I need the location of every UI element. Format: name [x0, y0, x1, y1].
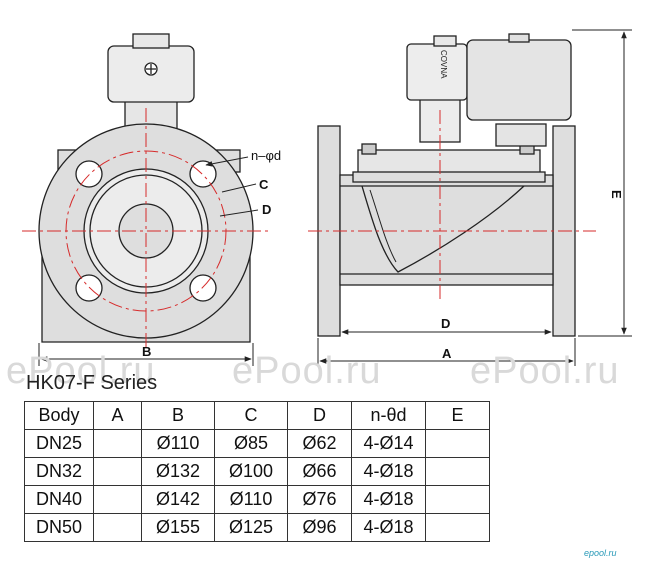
- corner-logo: epool.ru: [584, 548, 617, 558]
- side-label-a: A: [442, 346, 452, 361]
- series-title: HK07-F Series: [26, 372, 158, 394]
- front-leaders: [205, 156, 259, 217]
- dimension-table: Body A B C D n-θd E DN25 Ø110 Ø85 Ø62 4-…: [24, 401, 490, 542]
- table-cell: 4-Ø18: [351, 457, 426, 486]
- front-label-d: D: [262, 202, 271, 217]
- table-cell: [93, 457, 142, 486]
- front-cap-screw-icon: [144, 62, 158, 76]
- side-coil-body: [466, 39, 572, 121]
- side-internal-seat: [369, 189, 397, 263]
- table-header-cell: E: [425, 401, 490, 430]
- table-cell: [93, 513, 142, 542]
- side-body: [339, 174, 554, 286]
- side-centerlines: [308, 110, 596, 300]
- table-cell: Ø100: [214, 457, 288, 486]
- table-cell: Ø155: [141, 513, 215, 542]
- front-label-c: C: [259, 177, 269, 192]
- table-row: DN25 Ø110 Ø85 Ø62 4-Ø14: [24, 429, 490, 458]
- table-cell: Ø142: [141, 485, 215, 514]
- front-bolt-hole-tl: [75, 160, 103, 188]
- front-centerlines: [22, 108, 268, 352]
- side-label-e: E: [609, 190, 624, 199]
- front-view: [38, 33, 254, 343]
- front-dimension-b: [38, 343, 254, 366]
- watermark-center: ePool.ru: [232, 350, 382, 392]
- table-cell: [425, 513, 490, 542]
- side-coil-brand: COVNA: [439, 50, 448, 79]
- table-header-cell: A: [93, 401, 142, 430]
- front-bolt-hole-br: [189, 274, 217, 302]
- side-bonnet-base: [352, 171, 546, 183]
- table-header-row: Body A B C D n-θd E: [24, 401, 490, 430]
- table-cell: 4-Ø18: [351, 513, 426, 542]
- table-cell: Ø110: [214, 485, 288, 514]
- side-stem-nut: [495, 123, 547, 147]
- table-cell: Ø110: [141, 429, 215, 458]
- side-bonnet: [357, 149, 541, 175]
- side-coil-connector: [406, 43, 468, 101]
- table-cell: Ø85: [214, 429, 288, 458]
- table-row: DN50 Ø155 Ø125 Ø96 4-Ø18: [24, 513, 490, 542]
- valve-technical-drawing: n–φd C D B COVNA: [22, 29, 632, 366]
- front-solenoid-cap: [132, 33, 170, 49]
- table-cell: 4-Ø14: [351, 429, 426, 458]
- table-cell: [425, 485, 490, 514]
- table-cell: Ø96: [287, 513, 352, 542]
- table-cell: DN25: [24, 429, 94, 458]
- table-cell: Ø66: [287, 457, 352, 486]
- table-header-cell: Body: [24, 401, 94, 430]
- table-cell: [425, 429, 490, 458]
- side-connector-top: [433, 35, 457, 47]
- table-cell: 4-Ø18: [351, 485, 426, 514]
- front-label-nd: n–φd: [251, 148, 281, 163]
- side-view: [317, 33, 576, 337]
- front-bolt-hole-bl: [75, 274, 103, 302]
- table-cell: DN50: [24, 513, 94, 542]
- table-cell: [93, 429, 142, 458]
- side-dimension-e: [572, 29, 632, 337]
- table-header-cell: n-θd: [351, 401, 426, 430]
- table-cell: DN40: [24, 485, 94, 514]
- table-row: DN40 Ø142 Ø110 Ø76 4-Ø18: [24, 485, 490, 514]
- side-coil-cap: [508, 33, 530, 43]
- table-header-cell: D: [287, 401, 352, 430]
- table-cell: Ø76: [287, 485, 352, 514]
- table-cell: Ø125: [214, 513, 288, 542]
- table-cell: [93, 485, 142, 514]
- table-cell: DN32: [24, 457, 94, 486]
- side-bonnet-bolt-left: [361, 143, 377, 155]
- table-cell: Ø132: [141, 457, 215, 486]
- watermark-left: ePool.ru: [6, 350, 156, 392]
- side-label-d: D: [441, 316, 450, 331]
- table-header-cell: B: [141, 401, 215, 430]
- table-header-cell: C: [214, 401, 288, 430]
- watermark-right: ePool.ru: [470, 350, 620, 392]
- table-row: DN32 Ø132 Ø100 Ø66 4-Ø18: [24, 457, 490, 486]
- side-dimension-a: [317, 338, 576, 366]
- table-cell: Ø62: [287, 429, 352, 458]
- front-bolt-hole-tr: [189, 160, 217, 188]
- front-label-b: B: [142, 344, 151, 359]
- side-internal-diaphragm: [361, 185, 525, 273]
- table-cell: [425, 457, 490, 486]
